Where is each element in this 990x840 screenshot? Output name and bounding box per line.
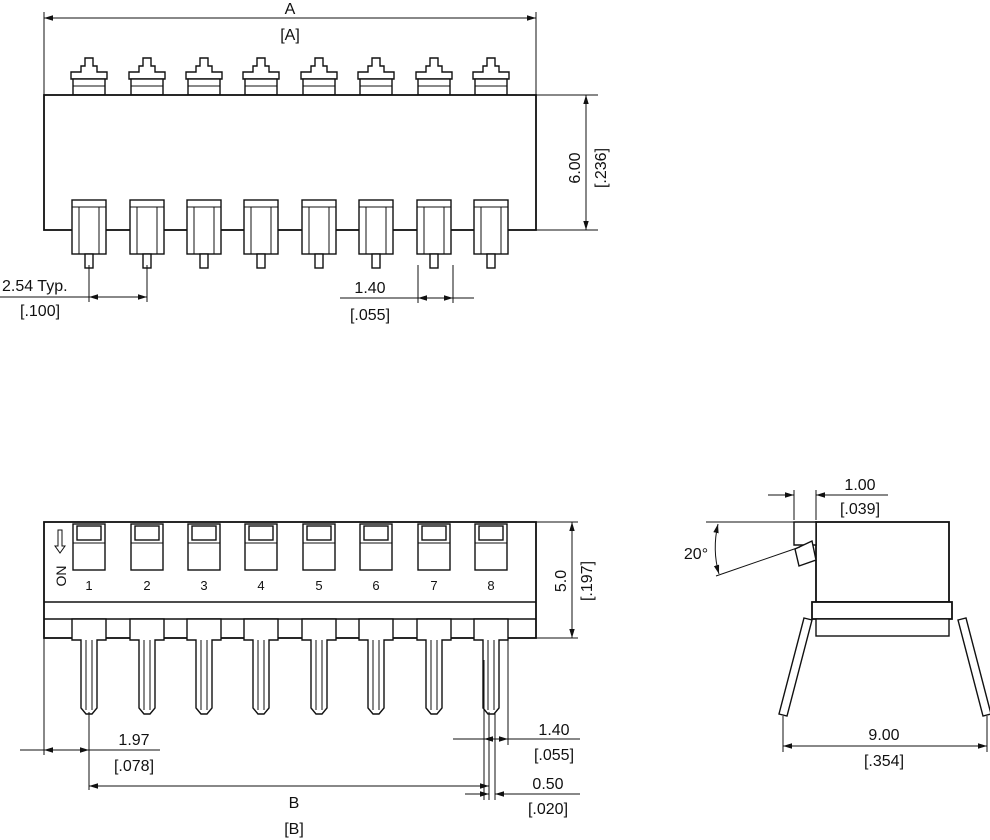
front-view-actuators: 1 2 3 4 5 6 7 8 xyxy=(72,523,508,593)
top-actuator xyxy=(186,199,222,269)
top-actuator xyxy=(243,199,279,269)
top-view-pins xyxy=(70,57,510,96)
side-view: 1.00 [.039] 20° 9.00 [.354] xyxy=(684,477,990,770)
front-switch: 8 xyxy=(474,523,508,593)
dim-actuator-width: 1.40 [.055] xyxy=(340,265,474,324)
dim-A-alt: [A] xyxy=(280,27,300,44)
dim-B-alt: [B] xyxy=(284,821,304,838)
position-number: 4 xyxy=(257,578,264,593)
top-actuator xyxy=(416,199,452,269)
dim-angle: 20° xyxy=(684,521,801,577)
dim-pitch-alt: [.100] xyxy=(20,303,60,320)
dim-lead-span: 9.00 [.354] xyxy=(782,716,988,770)
front-pin xyxy=(473,618,509,715)
side-view-lever xyxy=(794,539,817,567)
top-actuator xyxy=(301,199,337,269)
front-pin xyxy=(301,618,337,715)
dim-front-height: 5.0 [.197] xyxy=(536,521,596,639)
front-view-pins xyxy=(71,618,509,715)
front-pin xyxy=(186,618,222,715)
position-number: 8 xyxy=(487,578,494,593)
top-pin-stub xyxy=(128,57,166,96)
dim-100-alt: [.039] xyxy=(840,501,880,518)
front-pin xyxy=(129,618,165,715)
front-pin xyxy=(71,618,107,715)
on-marker: ON xyxy=(53,529,69,587)
side-lead-left xyxy=(778,617,813,717)
top-pin-stub xyxy=(70,57,108,96)
dim-100-label: 1.00 xyxy=(844,477,875,494)
front-view-body xyxy=(43,521,537,639)
dim-pin-width-wide: 1.40 [.055] xyxy=(453,640,580,800)
front-switch: 1 xyxy=(72,523,106,593)
dim-act-label: 1.40 xyxy=(354,280,385,297)
side-view-bottom xyxy=(815,618,950,637)
dim-140f-label: 1.40 xyxy=(538,722,569,739)
dim-edge-offset: 1.97 [.078] xyxy=(20,638,160,790)
front-switch: 5 xyxy=(302,523,336,593)
dim-B-label: B xyxy=(289,795,300,812)
dim-050-label: 0.50 xyxy=(532,776,563,793)
top-actuator xyxy=(358,199,394,269)
top-actuator xyxy=(473,199,509,269)
dim-top-height: 6.00 [.236] xyxy=(536,94,610,231)
front-switch: 7 xyxy=(417,523,451,593)
top-pin-stub xyxy=(242,57,280,96)
dim-6-alt: [.236] xyxy=(593,148,610,188)
dim-actuator-travel: 1.00 [.039] xyxy=(768,477,888,520)
dim-900-label: 9.00 xyxy=(868,727,899,744)
position-number: 2 xyxy=(143,578,150,593)
front-switch: 6 xyxy=(359,523,393,593)
top-actuator xyxy=(129,199,165,269)
dim-pitch-label: 2.54 Typ. xyxy=(2,278,68,295)
front-pin xyxy=(416,618,452,715)
dim-act-alt: [.055] xyxy=(350,307,390,324)
dim-5-alt: [.197] xyxy=(579,561,596,601)
top-pin-stub xyxy=(300,57,338,96)
side-lead-right xyxy=(957,617,990,717)
top-pin-stub xyxy=(415,57,453,96)
top-pin-stub xyxy=(357,57,395,96)
position-number: 6 xyxy=(372,578,379,593)
front-switch: 4 xyxy=(244,523,278,593)
side-view-actuator xyxy=(793,521,817,546)
top-actuator xyxy=(71,199,107,269)
dim-050-alt: [.020] xyxy=(528,801,568,818)
side-view-base xyxy=(811,601,953,620)
front-switch: 2 xyxy=(130,523,164,593)
top-view-actuators xyxy=(71,199,509,269)
front-pin xyxy=(358,618,394,715)
dim-140f-alt: [.055] xyxy=(534,747,574,764)
top-pin-stub xyxy=(472,57,510,96)
dim-5-label: 5.0 xyxy=(553,570,570,592)
top-view: A [A] 6.00 [.236] 2.54 Typ. [.100] xyxy=(0,1,610,324)
top-pin-stub xyxy=(185,57,223,96)
front-view: 1 2 3 4 5 6 7 8 ON 5.0 [.197] 1.97 [.078] xyxy=(20,521,596,838)
dim-197-label: 1.97 xyxy=(118,732,149,749)
dim-900-alt: [.354] xyxy=(864,753,904,770)
on-marker-label: ON xyxy=(53,566,69,587)
side-view-body xyxy=(815,521,950,603)
dim-angle-label: 20° xyxy=(684,546,708,563)
dim-pitch: 2.54 Typ. [.100] xyxy=(0,265,148,320)
dim-A-label: A xyxy=(285,1,296,18)
top-view-body xyxy=(43,94,537,231)
dim-pin-span: B [B] xyxy=(89,783,489,838)
position-number: 5 xyxy=(315,578,322,593)
dim-6-label: 6.00 xyxy=(567,152,584,183)
dim-197-alt: [.078] xyxy=(114,758,154,775)
position-number: 7 xyxy=(430,578,437,593)
front-switch: 3 xyxy=(187,523,221,593)
dim-overall-length: A [A] xyxy=(43,1,537,95)
position-number: 3 xyxy=(200,578,207,593)
dim-pin-width-narrow: 0.50 [.020] xyxy=(465,712,580,818)
position-number: 1 xyxy=(85,578,92,593)
front-pin xyxy=(243,618,279,715)
